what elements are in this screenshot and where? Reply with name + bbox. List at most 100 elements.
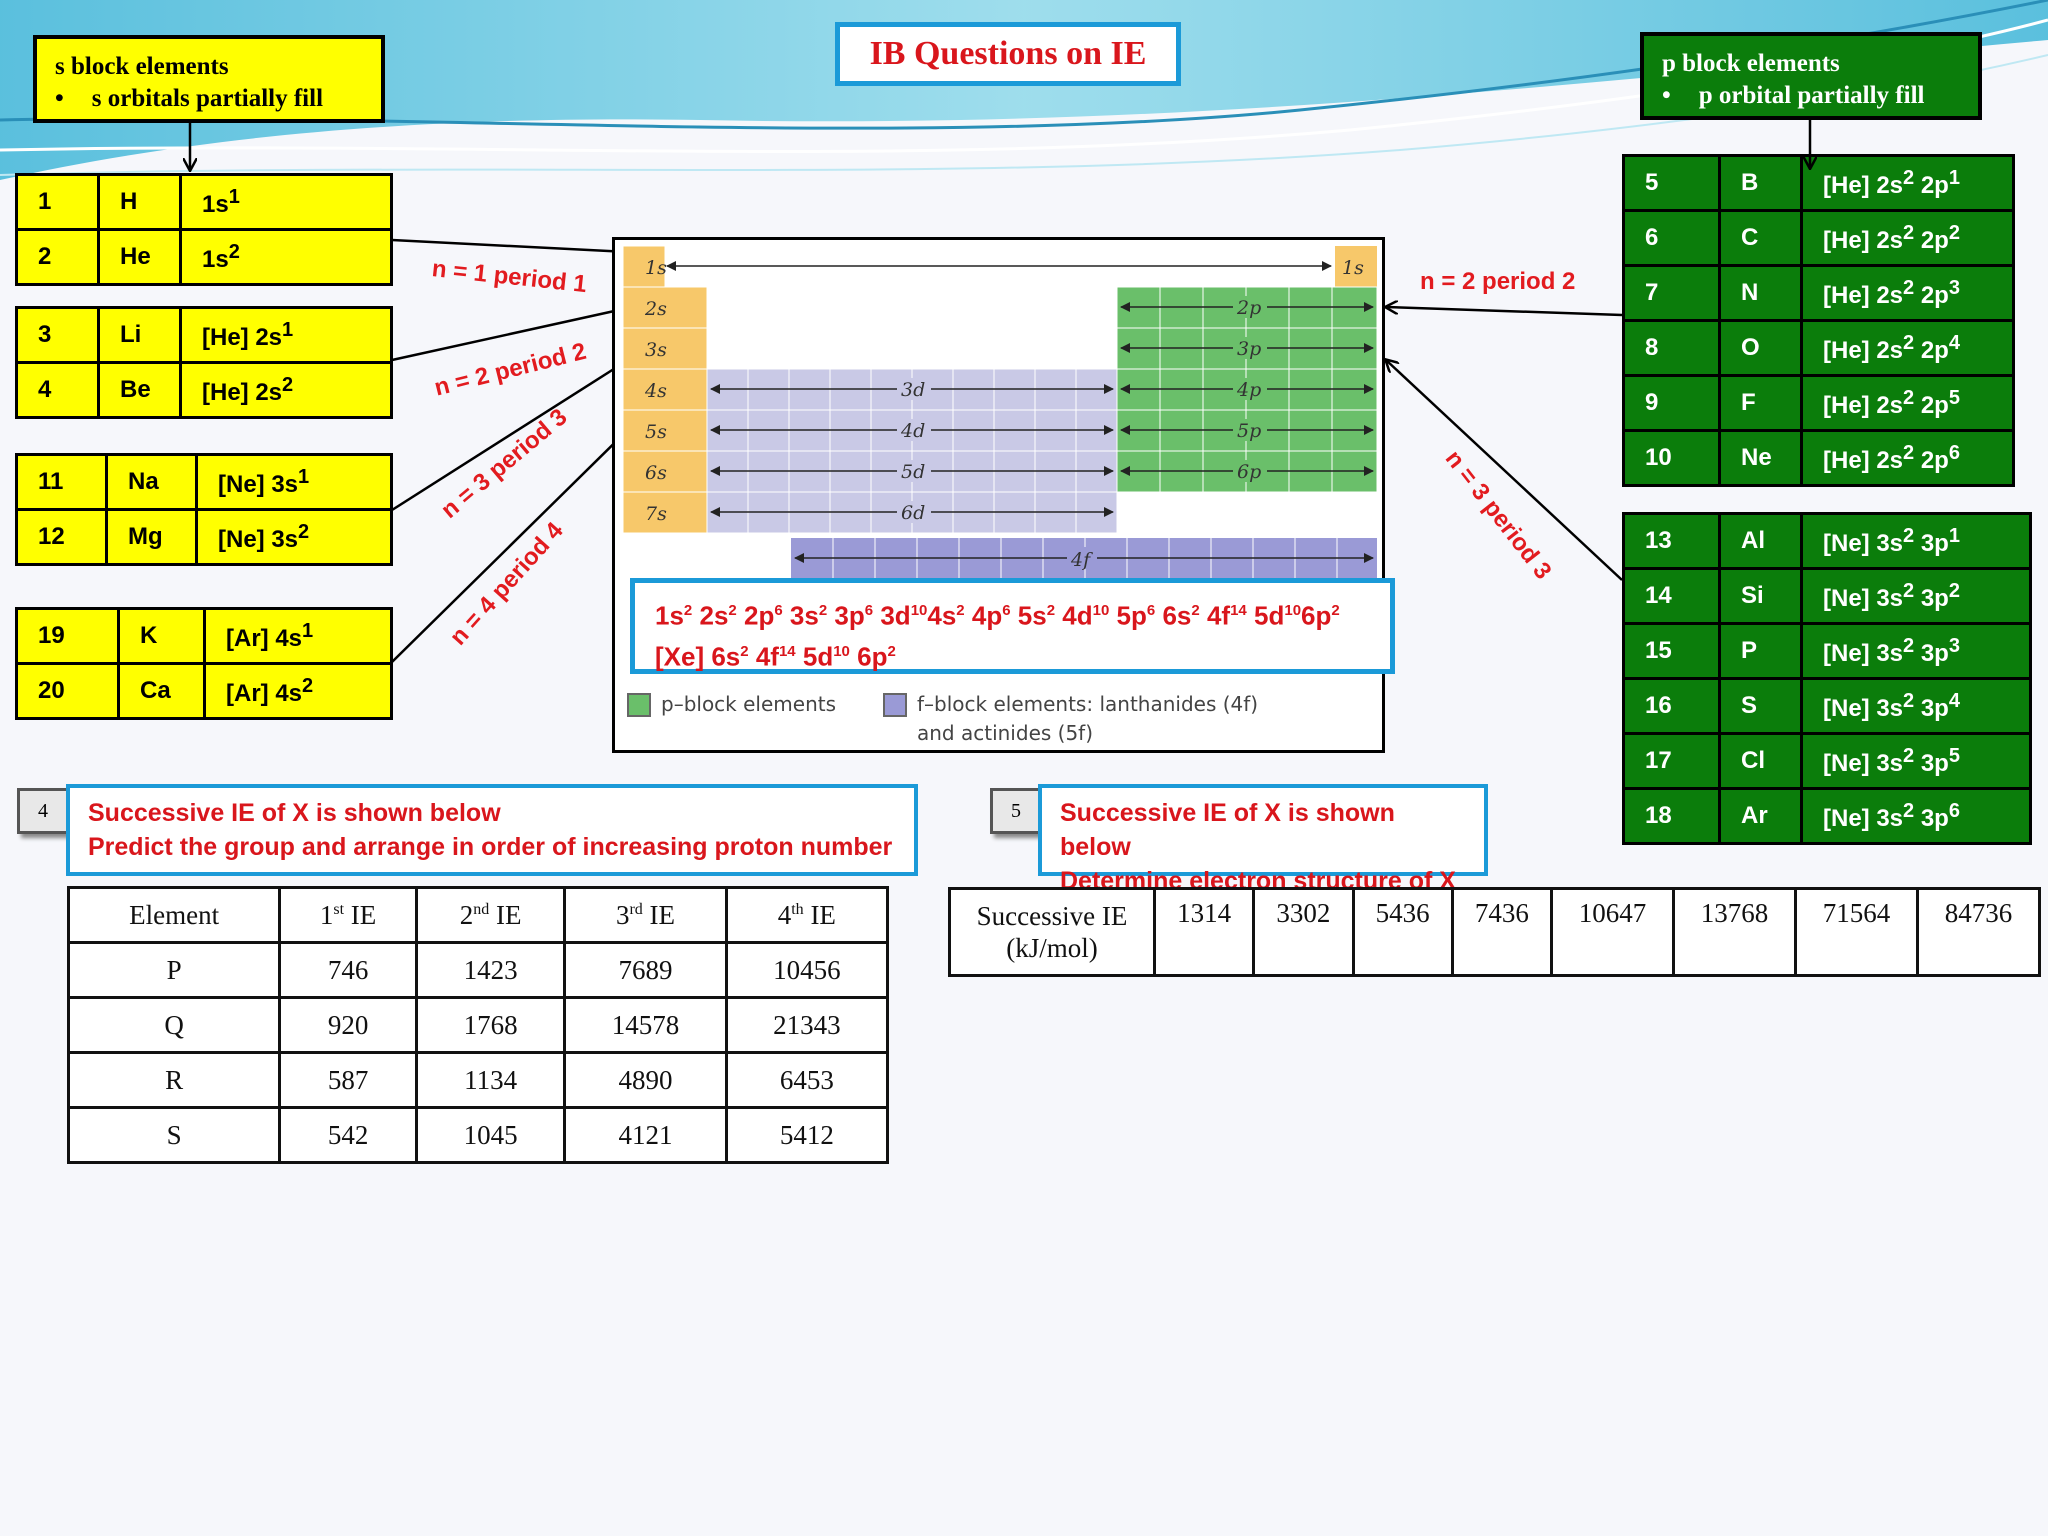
ie-value-cell: 4890 bbox=[563, 1051, 728, 1109]
electron-count: 10 bbox=[910, 602, 928, 619]
element-cell: Q bbox=[66, 996, 282, 1054]
column-header: 3rd IE bbox=[563, 886, 728, 944]
column-header: 4th IE bbox=[724, 886, 890, 944]
config-p-orbital: 2p bbox=[1914, 391, 1949, 419]
config-p-orbital: 2p bbox=[1914, 281, 1949, 309]
element-symbol: H bbox=[97, 173, 182, 231]
config-text: 1s bbox=[202, 190, 229, 218]
config-superscript: 3 bbox=[1948, 634, 1960, 657]
element-symbol: Li bbox=[97, 306, 182, 364]
element-cell: S bbox=[66, 1106, 282, 1164]
atomic-number: 3 bbox=[15, 306, 100, 364]
ie-value-cell: 3302 bbox=[1252, 887, 1355, 977]
s-block-title: s block elements bbox=[55, 53, 229, 80]
config-superscript: 2 bbox=[1903, 689, 1915, 712]
orbital-text: 4s bbox=[927, 600, 957, 631]
config-superscript: 2 bbox=[1903, 276, 1915, 299]
s-block-cell bbox=[622, 327, 708, 370]
config-text: [He] 2s bbox=[202, 378, 283, 406]
orbital-text: 2p bbox=[736, 600, 775, 631]
p-orbital-label: 6p bbox=[1237, 461, 1261, 483]
orbital-text: 6s bbox=[1155, 600, 1192, 631]
header-text: 2 bbox=[459, 899, 474, 930]
config-superscript: 1 bbox=[228, 185, 240, 208]
s-orbital-label: 2s bbox=[644, 298, 667, 320]
orbital-text: 5s bbox=[1010, 600, 1047, 631]
question-5-line1: Successive IE of X is shown below bbox=[1060, 799, 1395, 861]
config-superscript: 2 bbox=[228, 240, 240, 263]
config-core: [He] 2s bbox=[1823, 171, 1904, 199]
column-header: 2nd IE bbox=[414, 886, 567, 944]
electron-config: [Ne] 3s2 3p1 bbox=[1800, 512, 2032, 570]
element-symbol: Ar bbox=[1718, 787, 1803, 845]
atomic-number: 14 bbox=[1622, 567, 1721, 625]
header-suffix: IE bbox=[344, 899, 377, 930]
header-ordinal: st bbox=[333, 900, 345, 918]
orbital-text: 5p bbox=[1109, 600, 1147, 631]
arrow-period4 bbox=[391, 410, 648, 663]
ie-value-cell: 13768 bbox=[1672, 887, 1797, 977]
element-symbol: Si bbox=[1718, 567, 1803, 625]
ie-value-cell: 1768 bbox=[414, 996, 567, 1054]
orbital-text: 4f bbox=[1199, 600, 1231, 631]
header-ordinal: th bbox=[791, 900, 804, 918]
orbital-text: 3d bbox=[873, 600, 911, 631]
element-symbol: Cl bbox=[1718, 732, 1803, 790]
ie-value-cell: 1423 bbox=[414, 941, 567, 999]
row-label: Successive IE(kJ/mol) bbox=[948, 887, 1156, 977]
atomic-number: 15 bbox=[1622, 622, 1721, 680]
p-orbital-label: 4p bbox=[1236, 379, 1261, 401]
electron-count: 2 bbox=[683, 602, 693, 619]
config-superscript: 2 bbox=[1903, 799, 1915, 822]
electron-config-box: 1s2 2s2 2p6 3s2 3p6 3d104s2 4p6 5s2 4d10… bbox=[630, 578, 1395, 674]
config-core: [Ne] 3s bbox=[1823, 639, 1904, 667]
atomic-number: 9 bbox=[1622, 374, 1721, 432]
config-superscript: 2 bbox=[1903, 524, 1915, 547]
electron-count: 2 bbox=[1191, 602, 1200, 619]
bullet-icon: • bbox=[1662, 82, 1671, 109]
s-orbital-label: 5s bbox=[645, 421, 667, 443]
s-block-cell bbox=[622, 245, 666, 288]
atomic-number: 12 bbox=[15, 508, 108, 566]
config-superscript: 2 bbox=[302, 674, 314, 697]
orbital-text: 5d bbox=[1246, 600, 1285, 631]
electron-config: [Ne] 3s2 3p3 bbox=[1800, 622, 2032, 680]
question-4-line1: Successive IE of X is shown below bbox=[88, 799, 501, 827]
orbital-text: 3s bbox=[782, 600, 819, 631]
header-text: 1 bbox=[319, 899, 334, 930]
atomic-number: 10 bbox=[1622, 429, 1721, 487]
p-orbital-label: 2p bbox=[1236, 297, 1261, 319]
ie-value-cell: 21343 bbox=[724, 996, 890, 1054]
config-superscript: 2 bbox=[1903, 441, 1915, 464]
s-block-cell bbox=[622, 450, 708, 493]
electron-config: [Ar] 4s2 bbox=[203, 662, 393, 720]
ie-value-cell: 542 bbox=[278, 1106, 418, 1164]
config-superscript: 2 bbox=[1948, 221, 1960, 244]
element-cell: R bbox=[66, 1051, 282, 1109]
config-superscript: 5 bbox=[1948, 386, 1960, 409]
atomic-number: 7 bbox=[1622, 264, 1721, 322]
electron-count: 2 bbox=[887, 642, 896, 660]
config-superscript: 2 bbox=[1903, 166, 1915, 189]
config-p-orbital: 3p bbox=[1914, 529, 1949, 557]
electron-config: [Ne] 3s2 3p5 bbox=[1800, 732, 2032, 790]
electron-count: 2 bbox=[1046, 602, 1056, 619]
p-block-legend-swatch bbox=[627, 693, 651, 717]
config-superscript: 2 bbox=[1903, 579, 1915, 602]
atomic-number: 4 bbox=[15, 361, 100, 419]
s-block-label: s block elements •s orbitals partially f… bbox=[33, 35, 385, 123]
element-symbol: O bbox=[1718, 319, 1803, 377]
config-text: [Ar] 4s bbox=[226, 624, 303, 652]
orbital-text: 5d bbox=[795, 641, 834, 672]
config-superscript: 2 bbox=[1903, 331, 1915, 354]
config-p-orbital: 2p bbox=[1914, 171, 1949, 199]
ie-value-cell: 5436 bbox=[1351, 887, 1454, 977]
